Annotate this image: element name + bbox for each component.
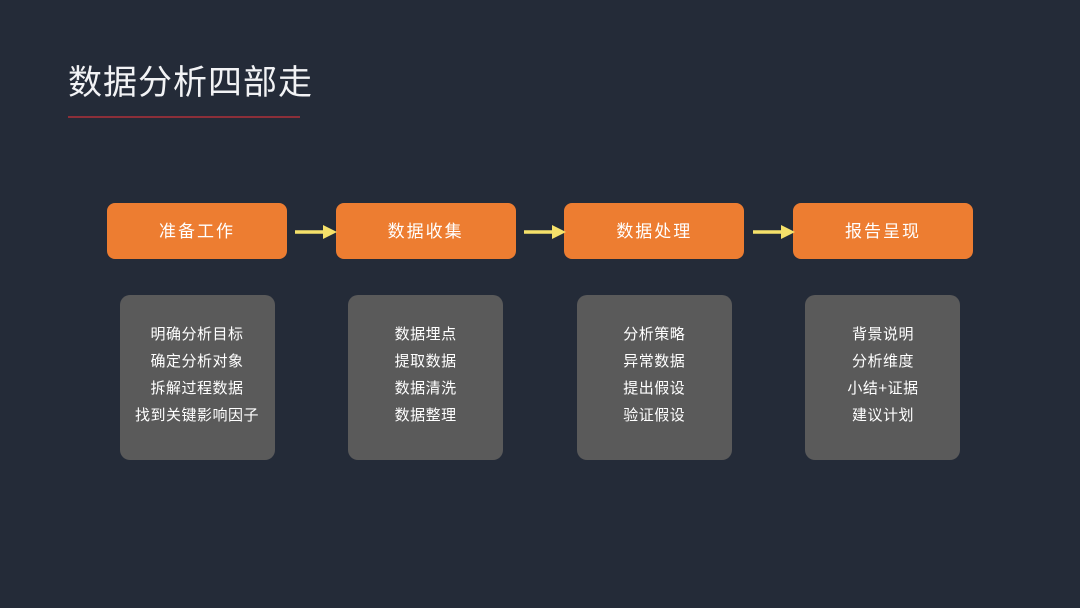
detail-line: 分析维度: [851, 353, 914, 370]
arrow-right-icon: [295, 225, 337, 239]
detail-line: 明确分析目标: [150, 326, 244, 343]
detail-line: 找到关键影响因子: [134, 407, 259, 424]
flow-column-2: 数据收集 数据埋点 提取数据 数据清洗 数据整理: [335, 203, 516, 460]
flow-column-3: 数据处理 分析策略 异常数据 提出假设 验证假设: [564, 203, 745, 460]
detail-line: 分析策略: [623, 326, 686, 343]
detail-line: 数据埋点: [394, 326, 457, 343]
step-box-data-collection[interactable]: 数据收集: [335, 203, 516, 259]
title-underline-divider: [68, 116, 300, 118]
flow-column-4: 报告呈现 背景说明 分析维度 小结+证据 建议计划: [792, 203, 973, 460]
flow-column-1: 准备工作 明确分析目标 确定分析对象 拆解过程数据 找到关键影响因子: [107, 203, 287, 460]
step-label: 数据收集: [387, 221, 464, 241]
step-box-preparation[interactable]: 准备工作: [107, 203, 287, 259]
detail-line: 数据整理: [394, 407, 457, 424]
page-title: 数据分析四部走: [68, 64, 313, 102]
detail-line: 异常数据: [623, 353, 686, 370]
detail-box-report-presentation[interactable]: 背景说明 分析维度 小结+证据 建议计划: [805, 295, 961, 460]
step-label: 准备工作: [159, 221, 235, 241]
detail-box-data-processing[interactable]: 分析策略 异常数据 提出假设 验证假设: [576, 295, 732, 460]
detail-line: 确定分析对象: [150, 353, 244, 370]
process-flow-diagram: 准备工作 明确分析目标 确定分析对象 拆解过程数据 找到关键影响因子 数据收集 …: [107, 203, 973, 460]
detail-line: 验证假设: [623, 407, 686, 424]
arrow-right-icon: [753, 225, 795, 239]
detail-line: 建议计划: [851, 407, 914, 424]
detail-line: 背景说明: [851, 326, 914, 343]
detail-line: 提取数据: [394, 353, 457, 370]
detail-box-preparation[interactable]: 明确分析目标 确定分析对象 拆解过程数据 找到关键影响因子: [119, 295, 275, 460]
detail-box-data-collection[interactable]: 数据埋点 提取数据 数据清洗 数据整理: [348, 295, 504, 460]
flow-columns: 准备工作 明确分析目标 确定分析对象 拆解过程数据 找到关键影响因子 数据收集 …: [107, 203, 973, 460]
detail-line: 提出假设: [623, 380, 686, 397]
detail-line: 小结+证据: [847, 380, 919, 397]
step-box-data-processing[interactable]: 数据处理: [564, 203, 745, 259]
step-label: 数据处理: [616, 221, 693, 241]
arrow-right-icon: [524, 225, 566, 239]
detail-line: 拆解过程数据: [150, 380, 244, 397]
step-box-report-presentation[interactable]: 报告呈现: [792, 203, 973, 259]
step-label: 报告呈现: [844, 221, 921, 241]
detail-line: 数据清洗: [394, 380, 457, 397]
